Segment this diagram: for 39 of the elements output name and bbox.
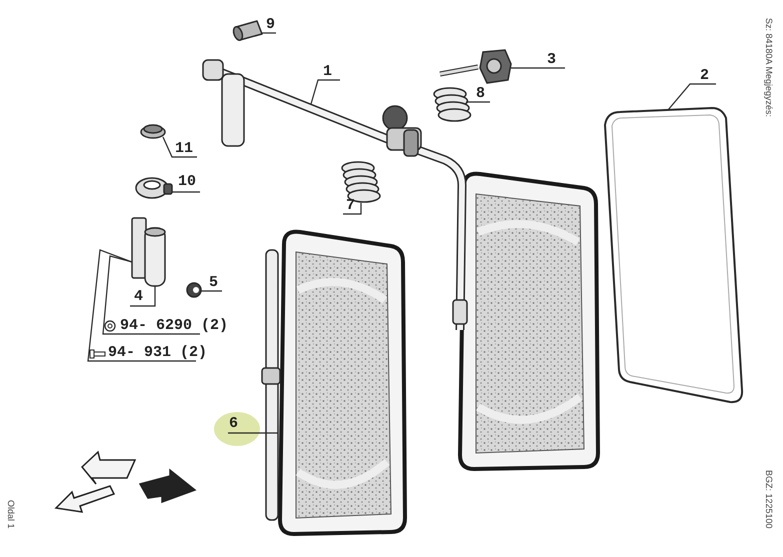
leader-line: [261, 32, 276, 34]
leader-line: [201, 290, 222, 292]
leader-line: [511, 67, 565, 69]
callout-number: 2: [700, 68, 710, 84]
leader-line: [162, 136, 197, 158]
callout-number: 7: [346, 198, 356, 214]
callout-number: 1: [323, 64, 332, 80]
part-number: 94- 6290 (2): [120, 318, 228, 334]
callout-number: 3: [547, 52, 556, 68]
knob-screw-drawing: [440, 49, 512, 84]
leader-line: [668, 83, 716, 110]
mirror-housing-drawing: [261, 230, 407, 536]
margin-note: Oldal 1: [6, 500, 16, 529]
mirror-glass-drawing: [604, 107, 744, 404]
clamp-ring-drawing: [135, 177, 173, 199]
callout-number: 11: [175, 141, 194, 157]
leader-line: [102, 255, 200, 335]
end-cap-drawing: [232, 20, 263, 41]
cap-drawing: [140, 124, 166, 139]
mirror-arm-drawing: [202, 59, 468, 330]
callout-number: 5: [209, 275, 218, 291]
leader-line: [466, 101, 490, 103]
leader-line: [130, 286, 156, 307]
leader-line: [310, 79, 340, 104]
leader-line: [87, 249, 196, 362]
nut-drawing: [186, 282, 202, 298]
callout-number: 9: [266, 17, 276, 33]
callout-number: 6: [229, 416, 238, 432]
callout-number: 4: [134, 289, 144, 305]
callout-number: 10: [178, 174, 196, 190]
hinge-bracket-drawing: [131, 217, 166, 287]
callout-number: 8: [476, 86, 486, 102]
leader-line: [172, 191, 200, 193]
leader-line: [228, 432, 278, 434]
spring-drawing: [433, 87, 472, 122]
part-number: 94- 931 (2): [108, 345, 208, 361]
margin-note: Sz: 84180A Megjegyzés:: [764, 18, 774, 118]
leader-line: [343, 203, 362, 215]
margin-note: BGZ: 1225100: [764, 470, 774, 529]
